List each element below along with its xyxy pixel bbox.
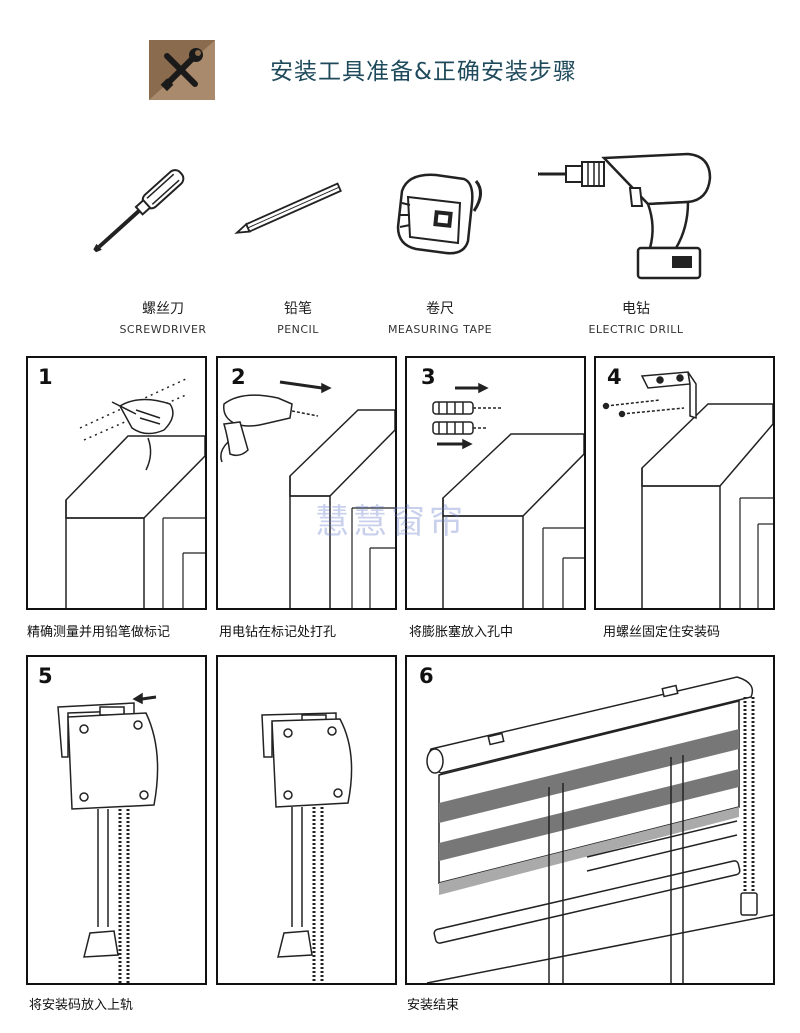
step6-illustration <box>426 676 773 983</box>
step-caption: 精确测量并用铅笔做标记 <box>27 625 171 640</box>
step3-illustration <box>432 382 584 608</box>
tool-label-en: SCREWDRIVER <box>119 323 207 336</box>
step-caption: 用电钻在标记处打孔 <box>219 625 337 640</box>
electric-drill-icon <box>538 148 718 283</box>
tool-label-en: ELECTRIC DRILL <box>588 323 684 336</box>
step-panel-4 <box>594 356 775 610</box>
step-number: 3 <box>421 365 436 389</box>
measuring-tape-icon <box>388 163 498 263</box>
tool-label-en: PENCIL <box>277 323 319 336</box>
tool-label-cn: 卷尺 <box>426 301 454 317</box>
header-logo <box>149 40 215 100</box>
tool-label-cn: 铅笔 <box>284 301 312 317</box>
step-panel-5 <box>26 655 207 985</box>
step-number: 2 <box>231 365 246 389</box>
step4-illustration <box>602 371 773 608</box>
step-number: 6 <box>419 664 434 688</box>
step-caption: 将膨胀塞放入孔中 <box>409 625 514 640</box>
step-number: 1 <box>38 365 53 389</box>
pencil-icon <box>228 175 348 245</box>
step-panel-6 <box>405 655 775 985</box>
step2-illustration <box>220 380 395 608</box>
step-panel-5b <box>216 655 397 985</box>
step-caption: 安装结束 <box>407 998 460 1013</box>
step1-illustration <box>65 377 205 608</box>
tool-label-en: MEASURING TAPE <box>387 323 493 336</box>
watermark: 慧慧窗帘 <box>315 502 467 542</box>
screwdriver-icon <box>75 150 205 270</box>
wrench-screwdriver-icon <box>149 40 215 100</box>
tool-label-cn: 螺丝刀 <box>142 301 184 317</box>
step-panel-2 <box>216 356 397 610</box>
step-number: 4 <box>607 365 622 389</box>
step5b-illustration <box>261 712 353 983</box>
step-panel-3 <box>405 356 586 610</box>
step-panel-1 <box>26 356 207 610</box>
step-number: 5 <box>38 664 53 688</box>
step-caption: 用螺丝固定住安装码 <box>603 625 721 640</box>
page-title: 安装工具准备&正确安装步骤 <box>270 59 577 85</box>
step-caption: 将安装码放入上轨 <box>29 998 134 1013</box>
tool-label-cn: 电钻 <box>622 301 650 317</box>
step5-illustration <box>57 692 159 983</box>
